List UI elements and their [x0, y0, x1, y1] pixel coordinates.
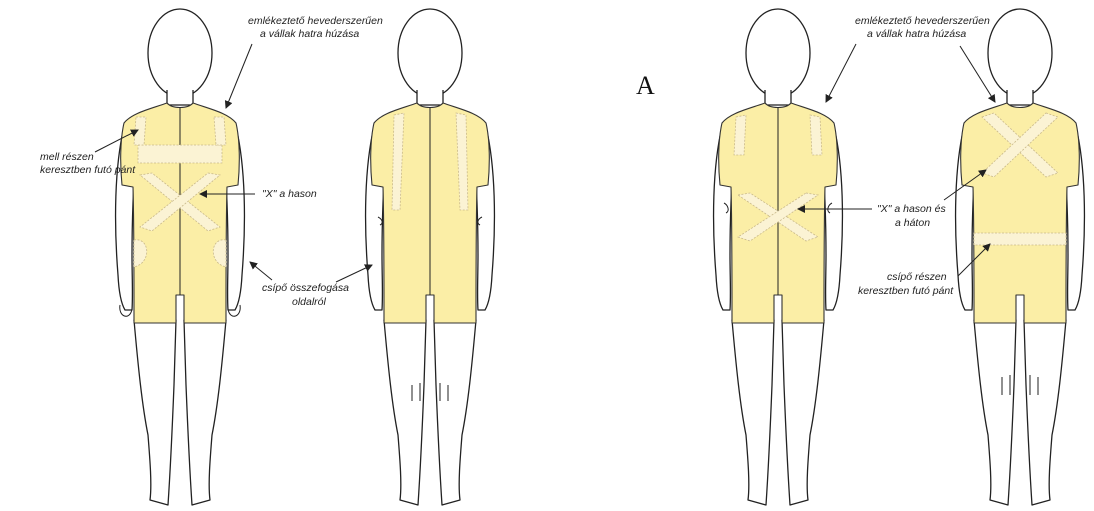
svg-text:mell részen: mell részen — [40, 151, 94, 163]
figure-back-left — [366, 9, 495, 505]
label-shoulder-right: emlékeztető hevederszerűen a vállak hatr… — [855, 15, 990, 40]
svg-text:keresztben futó pánt: keresztben futó pánt — [858, 285, 954, 297]
label-shoulder-left: emlékeztető hevederszerűen a vállak hatr… — [248, 15, 383, 40]
svg-text:a vállak hatra húzása: a vállak hatra húzása — [260, 28, 359, 40]
figure-front-right — [714, 9, 843, 505]
svg-text:csípő összefogása: csípő összefogása — [262, 282, 349, 294]
svg-text:a vállak hatra húzása: a vállak hatra húzása — [867, 28, 966, 40]
svg-text:keresztben futó pánt: keresztben futó pánt — [40, 164, 136, 176]
marker-letter: A — [636, 71, 655, 100]
label-hip-left: csípő összefogása oldalról — [262, 282, 349, 308]
figure-front-left — [116, 9, 245, 505]
svg-text:"X" a hason és: "X" a hason és — [877, 203, 946, 215]
label-x-left: "X" a hason — [262, 188, 317, 200]
svg-text:oldalról: oldalról — [292, 296, 327, 308]
svg-text:emlékeztető hevederszerűen: emlékeztető hevederszerűen — [248, 15, 383, 27]
label-x-right: "X" a hason és a háton — [877, 203, 946, 229]
figure-back-right — [956, 9, 1085, 505]
svg-text:csípő részen: csípő részen — [887, 271, 947, 283]
label-hip-right: csípő részen keresztben futó pánt — [858, 271, 954, 297]
chest-strap — [138, 145, 222, 163]
svg-text:a háton: a háton — [895, 217, 930, 229]
hip-strap — [974, 233, 1066, 245]
svg-text:emlékeztető hevederszerűen: emlékeztető hevederszerűen — [855, 15, 990, 27]
